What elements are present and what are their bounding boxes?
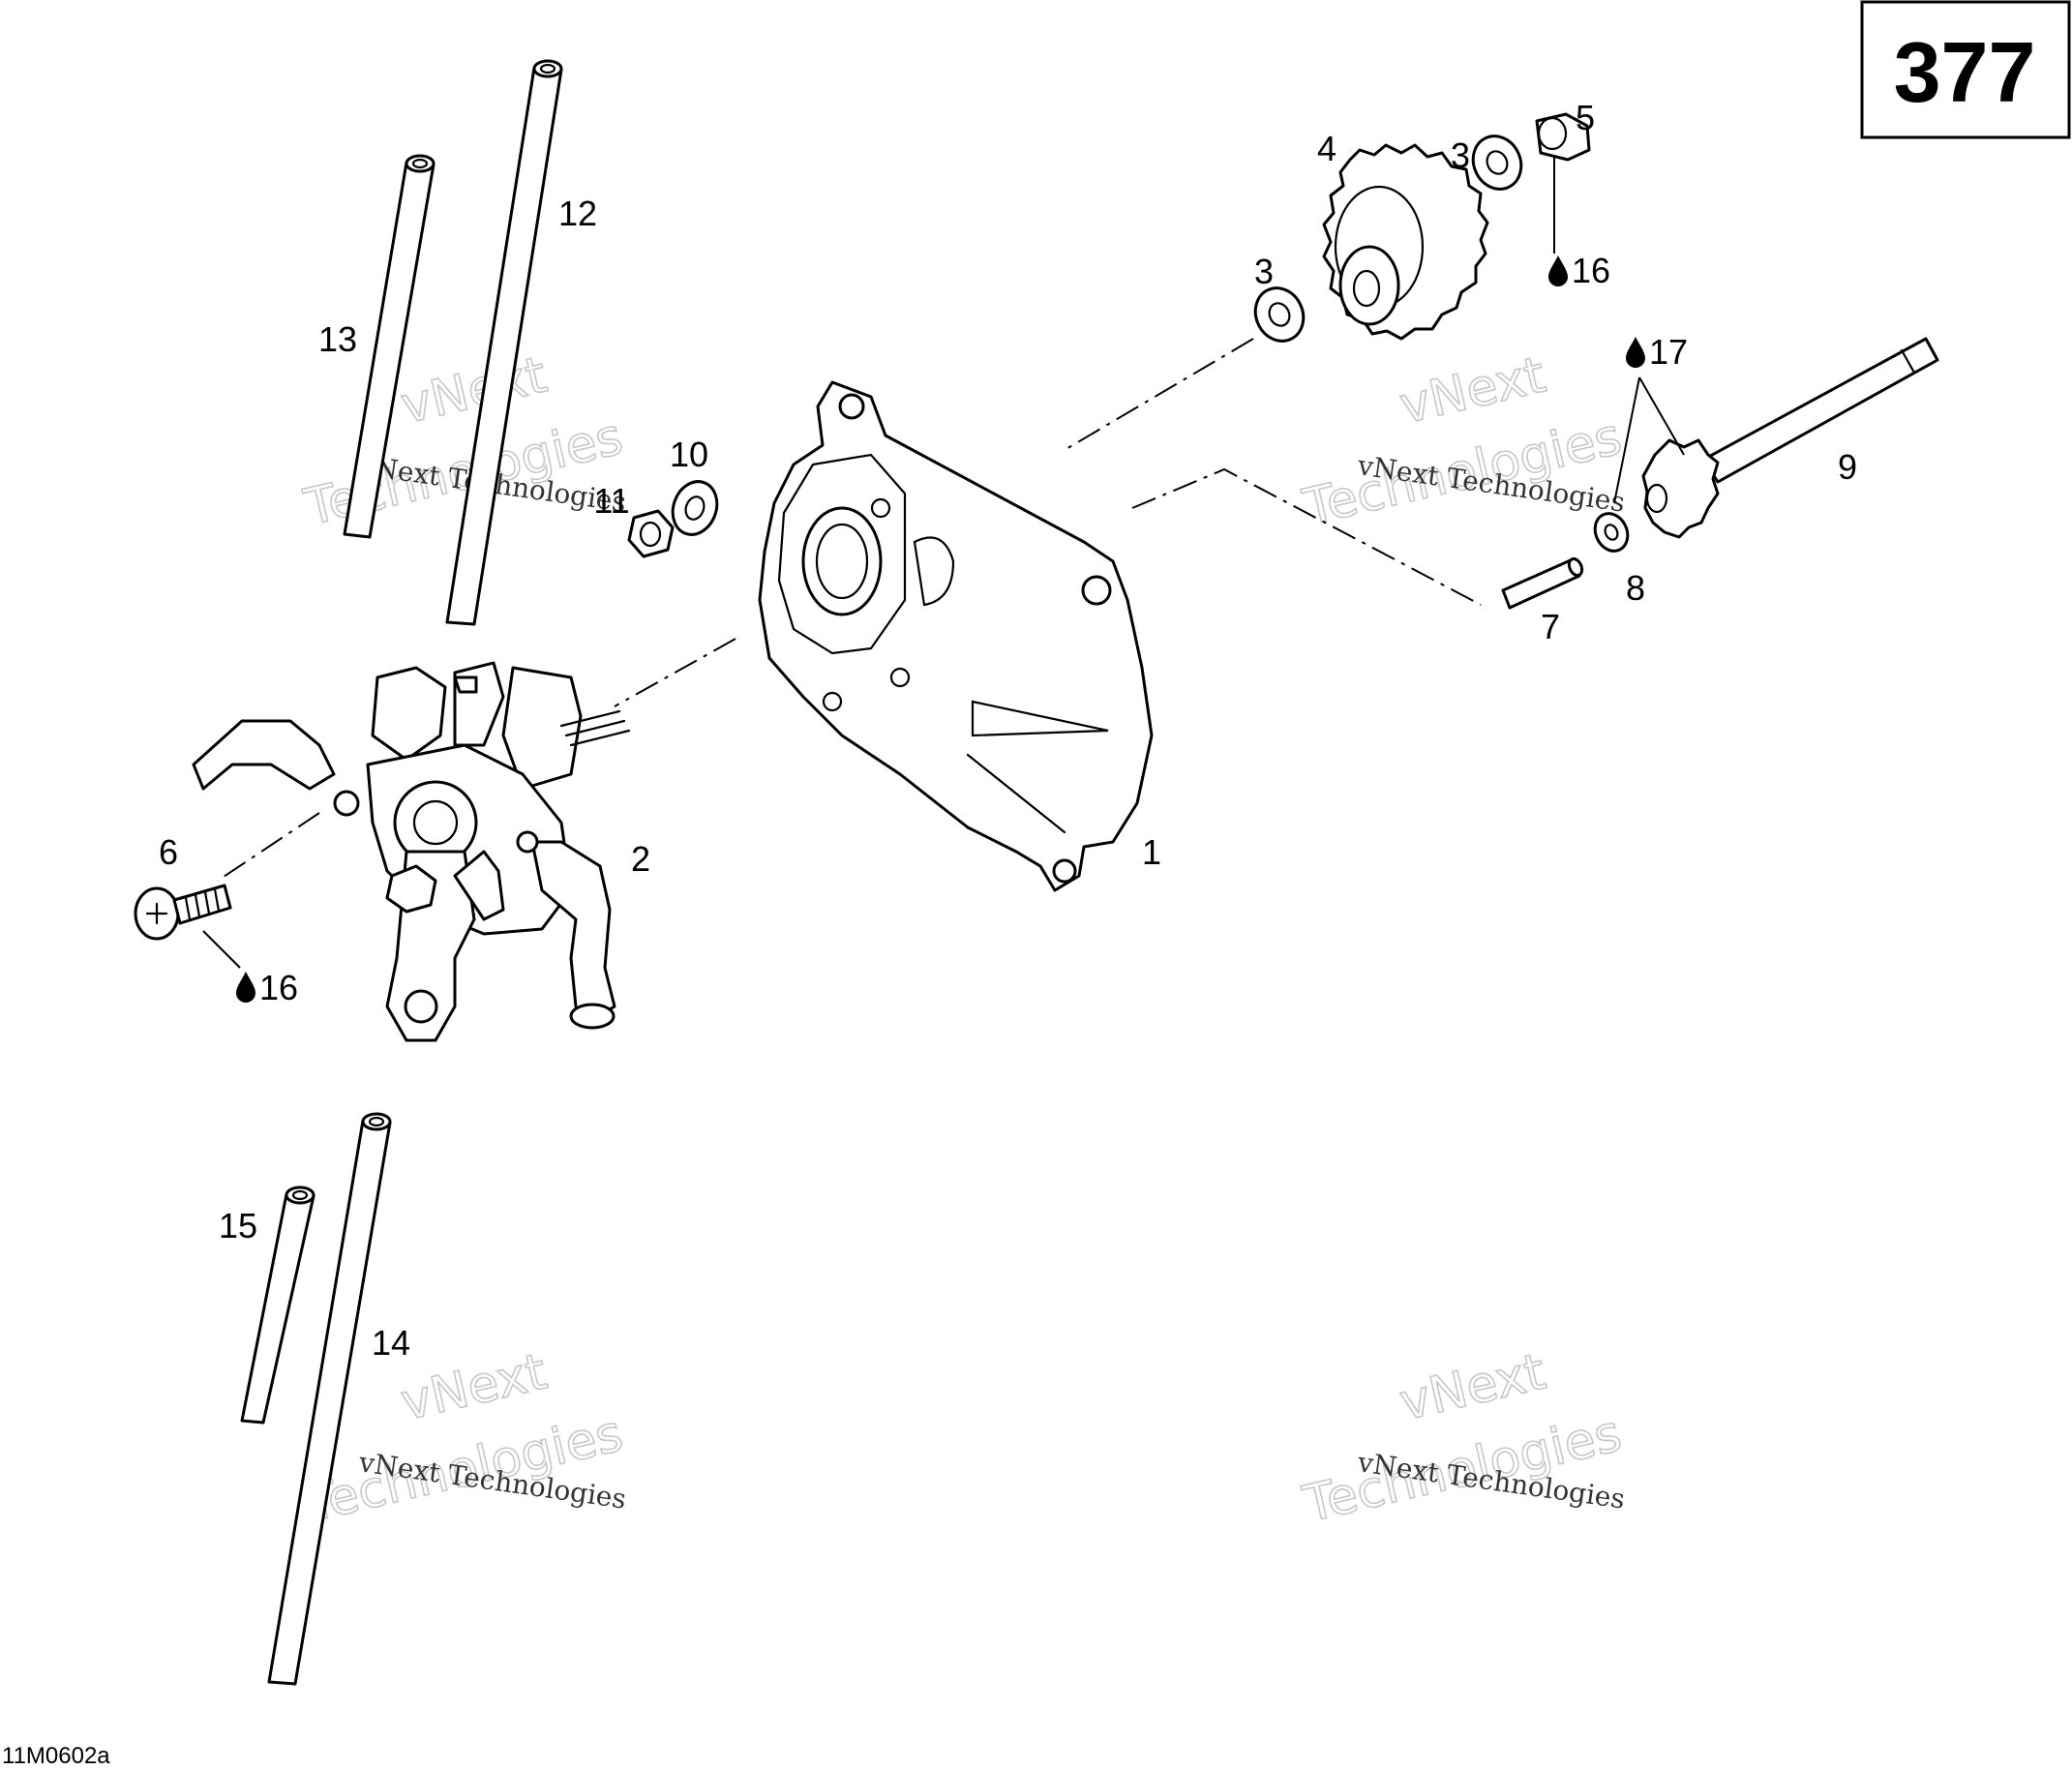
washer-3-left — [1253, 286, 1306, 343]
callout-10: 10 — [670, 435, 708, 474]
svg-text:17: 17 — [1649, 332, 1688, 372]
lubricant-mark-16-left: 16 — [236, 968, 298, 1007]
hose-12 — [445, 59, 563, 626]
svg-text:16: 16 — [259, 968, 298, 1007]
callout-14: 14 — [372, 1323, 410, 1363]
hose-15 — [240, 1185, 315, 1425]
assembly-lines — [217, 338, 1482, 882]
callout-12: 12 — [558, 194, 597, 233]
lubricant-mark-17: 17 — [1626, 332, 1688, 372]
svg-text:vNext: vNext — [396, 1343, 553, 1433]
shaft-9 — [1641, 337, 1939, 539]
callout-13: 13 — [318, 319, 357, 359]
oil-drop-icon — [1548, 255, 1568, 286]
callout-3-right: 3 — [1451, 135, 1470, 175]
svg-text:vNext: vNext — [1395, 1343, 1551, 1433]
pin-7 — [1501, 556, 1584, 610]
callout-8: 8 — [1626, 568, 1645, 608]
hose-14 — [267, 1112, 392, 1686]
svg-text:16: 16 — [1572, 251, 1610, 290]
gear-4 — [1322, 143, 1489, 341]
page-number: 377 — [1894, 24, 2036, 120]
watermark-2: vNext Technologies vNext Technologies — [1297, 345, 1628, 538]
watermark-4: vNext Technologies vNext Technologies — [1297, 1342, 1628, 1535]
page-number-box: 377 — [1860, 0, 2071, 139]
callouts: 1 2 3 3 4 5 6 7 8 9 10 11 12 13 14 15 — [159, 98, 1857, 1363]
oil-drop-icon — [236, 972, 255, 1003]
callout-9: 9 — [1838, 447, 1857, 487]
leader-lines — [202, 157, 1685, 969]
cover-plate-1 — [758, 380, 1154, 892]
callout-4: 4 — [1317, 129, 1336, 168]
screw-6 — [134, 884, 232, 941]
oil-pump-2 — [192, 661, 631, 1042]
washer-8 — [1593, 512, 1630, 553]
lubricant-mark-16-right: 16 — [1548, 251, 1610, 290]
callout-7: 7 — [1541, 607, 1560, 646]
nut-11 — [627, 509, 675, 558]
reference-code: 11M0602a — [2, 1743, 110, 1769]
callout-2: 2 — [631, 839, 650, 879]
callout-6: 6 — [159, 832, 178, 872]
svg-text:vNext: vNext — [396, 346, 553, 436]
nut-5 — [1535, 112, 1591, 162]
callout-3-left: 3 — [1254, 252, 1274, 291]
washer-10 — [671, 480, 719, 536]
washer-3-right — [1471, 135, 1523, 191]
oil-drop-icon — [1626, 337, 1645, 368]
callout-15: 15 — [219, 1206, 257, 1245]
callout-11: 11 — [593, 481, 629, 521]
callout-5: 5 — [1576, 98, 1595, 137]
callout-1: 1 — [1142, 832, 1161, 872]
hose-13 — [343, 154, 435, 539]
svg-text:vNext: vNext — [1395, 346, 1551, 436]
